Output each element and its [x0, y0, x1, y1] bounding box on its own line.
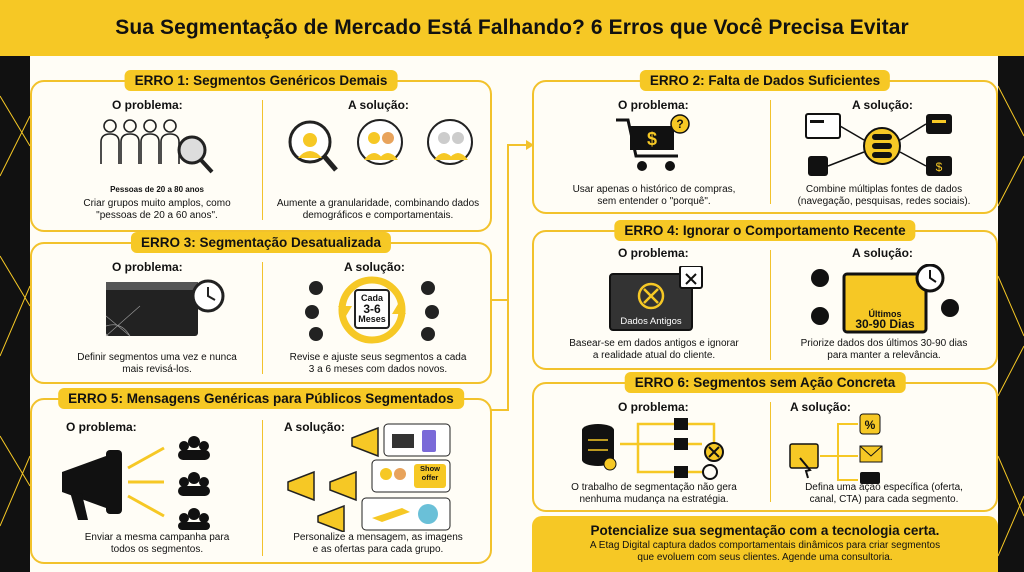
error-6-solution-text-2: canal, CTA) para cada segmento. [809, 494, 959, 505]
shopping-cart-question-icon: $ ? [616, 114, 690, 171]
svg-text:%: % [865, 418, 876, 432]
error-4-solution-text-1: Priorize dados dos últimos 30-90 dias [800, 338, 968, 349]
error-1-solution-text-2: demográficos e comportamentais. [302, 210, 454, 221]
error-1-problem-caption: Pessoas de 20 a 80 anos [110, 185, 204, 194]
error-5-solution-text-1: Personalize a mensagem, as imagens [293, 532, 463, 543]
error-3-card: ERRO 3: Segmentação Desatualizada O prob… [30, 232, 492, 384]
error-5-problem-label: O problema: [66, 420, 137, 434]
show-offer-badge: Show offer [420, 464, 440, 482]
error-2-title: ERRO 2: Falta de Dados Suficientes [639, 70, 891, 91]
svg-text:?: ? [676, 117, 683, 131]
error-1-solution-label: A solução: [348, 98, 409, 112]
error-2-problem-text-1: Usar apenas o histórico de compras, [572, 184, 736, 195]
error-3-problem-text-2: mais revisá-los. [122, 364, 192, 375]
error-6-card: ERRO 6: Segmentos sem Ação Concreta O pr… [532, 372, 998, 512]
error-6-title: ERRO 6: Segmentos sem Ação Concreta [624, 372, 906, 393]
page-title: Sua Segmentação de Mercado Está Falhando… [115, 16, 909, 39]
data-to-nowhere-icon [582, 418, 724, 480]
left-decorative-strip [0, 56, 30, 572]
recent-screen-top-text: Últimos [868, 309, 902, 319]
error-6-divider [770, 402, 771, 502]
error-2-solution-label: A solução: [852, 98, 913, 112]
multiple-data-sources-icon: $ [805, 113, 952, 176]
cta-banner: Potencialize sua segmentação com a tecno… [532, 516, 998, 572]
outdated-data-screen-icon [609, 266, 703, 331]
error-2-card: ERRO 2: Falta de Dados Suficientes O pro… [532, 70, 998, 214]
error-5-divider [262, 420, 263, 556]
error-1-card: ERRO 1: Segmentos Genéricos Demais O pro… [30, 70, 492, 232]
error-1-problem-label: O problema: [112, 98, 183, 112]
error-6-problem-text-2: nenhuma mudança na estratégia. [579, 494, 729, 505]
error-6-solution-label: A solução: [790, 400, 851, 414]
segment-personas-icon [288, 119, 473, 172]
personalized-megaphones-icon [287, 423, 451, 532]
error-4-problem-text-2: a realidade atual do cliente. [592, 350, 716, 361]
cta-title: Potencialize sua segmentação com a tecno… [590, 523, 940, 538]
error-1-title: ERRO 1: Segmentos Genéricos Demais [124, 70, 398, 91]
old-data-screen-label: Dados Antigos [620, 316, 682, 327]
error-4-solution-label: A solução: [852, 246, 913, 260]
crowd-magnifier-icon [100, 119, 214, 174]
svg-text:$: $ [647, 129, 657, 149]
connector-arrows [490, 140, 534, 411]
error-4-problem-label: O problema: [618, 246, 689, 260]
error-1-problem-text-2: "pessoas de 20 a 60 anos". [96, 210, 218, 221]
cobweb-window-clock-icon [105, 279, 225, 337]
calendar-top-text: Cada [360, 293, 383, 303]
error-5-title: ERRO 5: Mensagens Genéricas para Público… [58, 388, 464, 409]
error-1-solution-text-1: Aumente a granularidade, combinando dado… [276, 198, 480, 209]
svg-text:$: $ [936, 160, 943, 174]
error-3-solution-text-1: Revise e ajuste seus segmentos a cada [289, 352, 467, 363]
error-4-problem-text-1: Basear-se em dados antigos e ignorar [569, 338, 739, 349]
error-5-card: ERRO 5: Mensagens Genéricas para Público… [30, 388, 492, 564]
right-decorative-strip [998, 56, 1024, 572]
error-5-solution-label: A solução: [284, 420, 345, 434]
error-3-solution-text-2: 3 a 6 meses com dados novos. [308, 364, 448, 375]
recent-data-screen-icon [811, 264, 959, 334]
error-1-problem-text-1: Criar grupos muito amplos, como [83, 198, 231, 209]
calendar-mid-text: 3-6 [363, 302, 381, 316]
error-2-solution-text-2: (navegação, pesquisas, redes sociais). [797, 196, 971, 207]
error-5-problem-text-2: todos os segmentos. [110, 544, 204, 555]
error-4-divider [770, 250, 771, 360]
error-4-card: ERRO 4: Ignorar o Comportamento Recente … [532, 220, 998, 370]
error-3-title: ERRO 3: Segmentação Desatualizada [130, 232, 392, 253]
action-channels-icon: % [789, 413, 883, 484]
cta-text-1: A Etag Digital captura dados comportamen… [589, 540, 941, 551]
error-6-problem-text-1: O trabalho de segmentação não gera [571, 482, 737, 493]
recent-screen-big-text: 30-90 Dias [855, 317, 915, 331]
error-1-divider [262, 100, 263, 220]
error-3-divider [262, 262, 263, 374]
megaphone-broadcast-icon [62, 436, 210, 530]
cta-text-2: que evoluem com seus clientes. Agende um… [637, 552, 893, 563]
header-banner: Sua Segmentação de Mercado Está Falhando… [0, 0, 1024, 56]
error-4-solution-text-2: para manter a relevância. [827, 350, 941, 361]
error-2-problem-label: O problema: [618, 98, 689, 112]
error-2-problem-text-2: sem entender o "porquê". [597, 196, 711, 207]
error-2-solution-text-1: Combine múltiplas fontes de dados [805, 184, 963, 195]
error-4-title: ERRO 4: Ignorar o Comportamento Recente [614, 220, 916, 241]
error-2-divider [770, 100, 771, 204]
error-5-problem-text-1: Enviar a mesma campanha para [84, 532, 230, 543]
error-3-problem-text-1: Definir segmentos uma vez e nunca [77, 352, 237, 363]
error-6-problem-label: O problema: [618, 400, 689, 414]
error-3-solution-label: A solução: [344, 260, 405, 274]
error-5-solution-text-2: e as ofertas para cada grupo. [312, 544, 444, 555]
error-3-problem-label: O problema: [112, 260, 183, 274]
refresh-cycle-icon [305, 276, 439, 344]
calendar-bot-text: Meses [358, 314, 386, 324]
error-6-solution-text-1: Defina uma ação específica (oferta, [805, 482, 963, 493]
